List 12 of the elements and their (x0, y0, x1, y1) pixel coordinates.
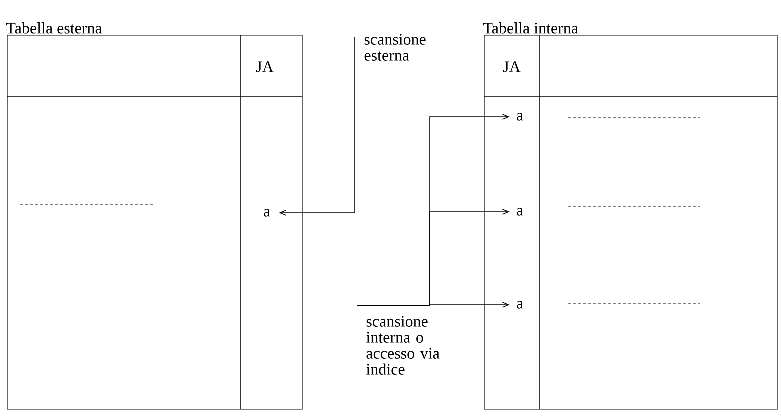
node-label: Tabella interna (483, 22, 578, 34)
column-header: JA (503, 62, 521, 72)
annotation-text: scansione interna o accesso via indice (366, 316, 440, 375)
cell-value: a (264, 209, 270, 217)
cell-value: a (517, 301, 524, 309)
node-label: Tabella esterna (6, 22, 102, 34)
cell-value: a (517, 113, 524, 121)
cell-value: a (517, 208, 524, 216)
column-header: JA (256, 62, 274, 72)
arrow (356, 302, 510, 308)
annotation-text: scansione esterna (364, 34, 426, 61)
arrow (279, 36, 356, 216)
